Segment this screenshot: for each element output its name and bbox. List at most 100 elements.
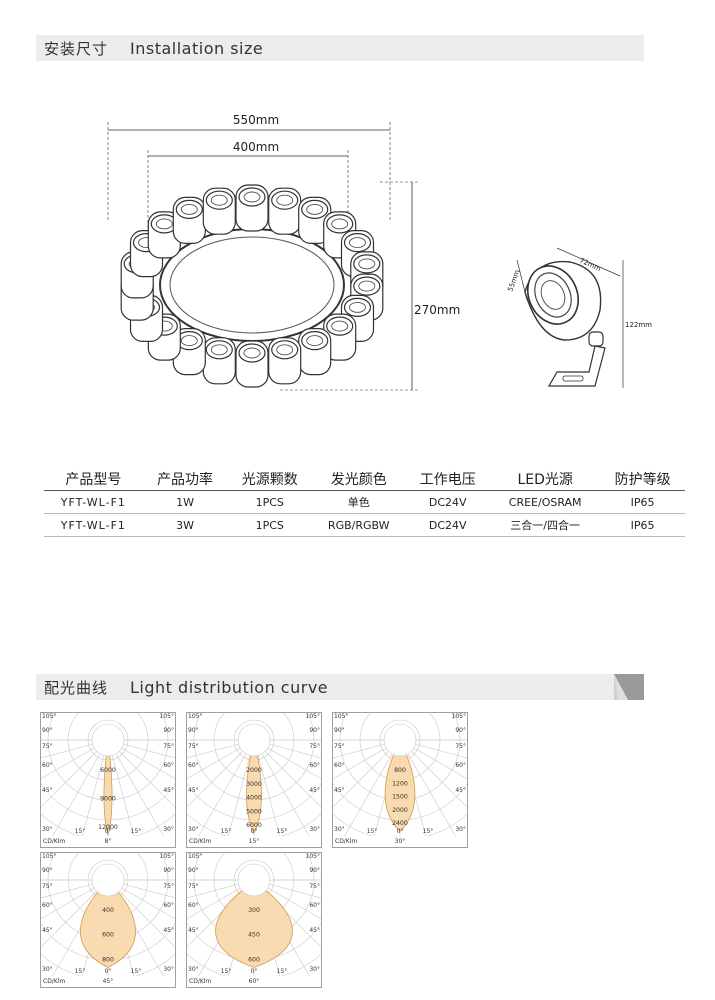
angle-label: 90° [163,727,174,734]
value-label: 6000 [246,822,262,829]
angle-label: 75° [42,883,53,890]
angle-label: 90° [188,727,199,734]
center-hub [91,723,125,757]
ring-cup [172,328,206,376]
angle-label: 75° [334,743,345,750]
center-hub [237,723,271,757]
value-label: 600 [248,956,260,963]
ring-fixture-drawing: 550mm 400mm 270mm [107,113,460,391]
value-label: 9000 [100,796,116,803]
header-color: 发光颜色 [312,468,406,491]
value-label: 400 [102,907,114,914]
cell-color: RGB/RGBW [312,513,406,537]
cell-led-source: 三合一/四合一 [490,513,601,537]
angle-label: 75° [42,743,53,750]
header-ip-rating: 防护等级 [600,468,685,491]
angle-label: 60° [42,762,53,769]
beam-lobe [80,881,136,968]
angle-label: 45° [42,927,53,934]
beam-lobe [215,881,293,968]
dim-outer-label: 550mm [233,113,279,127]
angle-label: 15° [75,828,86,835]
cell-model: YFT-WL-F1 [44,513,143,537]
polar-chart-15-deg: 105°105°90°90°75°75°60°60°45°45°30°30°15… [186,712,322,848]
header-power: 产品功率 [142,468,228,491]
angle-label: 90° [188,867,199,874]
angle-label: 15° [367,828,378,835]
angle-label: 15° [423,828,434,835]
value-label: 800 [102,956,114,963]
angle-label: 60° [188,762,199,769]
side-dim-a-label: 55mm [506,269,521,293]
angle-label: 60° [334,762,345,769]
beam-angle-label: 8° [105,838,112,845]
angle-label: 0° [105,968,112,975]
installation-title-zh: 安装尺寸 [44,39,109,58]
angle-label: 0° [251,968,258,975]
cell-led-count: 1PCS [227,513,313,537]
unit-label: CD/Klm [189,838,211,845]
unit-label: CD/Klm [43,978,65,985]
polar-chart-60-deg: 105°105°90°90°75°75°60°60°45°45°30°30°15… [186,852,322,988]
header-voltage: 工作电压 [405,468,491,491]
angle-label: 30° [188,966,199,973]
angle-label: 75° [163,883,174,890]
header-led-count: 光源颗数 [227,468,313,491]
angle-label: 90° [309,867,320,874]
angle-label: 60° [309,902,320,909]
table-row: YFT-WL-F1 1W 1PCS 单色 DC24V CREE/OSRAM IP… [44,490,685,514]
value-label: 2000 [392,807,408,814]
angle-label: 45° [309,927,320,934]
beam-angle-label: 60° [249,978,260,985]
unit-label: CD/Klm [189,978,211,985]
angle-label: 30° [334,826,345,833]
angle-label: 60° [188,902,199,909]
value-label: 12000 [98,824,118,831]
angle-label: 30° [163,966,174,973]
angle-label: 45° [163,787,174,794]
angle-label: 45° [188,787,199,794]
beam-lobe [103,741,113,836]
cell-led-source: CREE/OSRAM [490,490,601,514]
angle-label: 105° [306,713,320,720]
value-label: 450 [248,932,260,939]
angle-label: 105° [42,853,56,860]
center-hub [91,863,125,897]
distribution-title-zh: 配光曲线 [44,678,109,697]
angle-label: 75° [188,883,199,890]
spec-table: 产品型号 产品功率 光源颗数 发光颜色 工作电压 LED光源 防护等级 YFT-… [44,468,685,537]
beam-angle-label: 30° [395,838,406,845]
angle-label: 105° [306,853,320,860]
ring-cup [172,196,206,245]
angle-label: 30° [42,826,53,833]
ring-cup [268,187,302,235]
value-label: 600 [102,932,114,939]
angle-label: 90° [455,727,466,734]
table-header-row: 产品型号 产品功率 光源颗数 发光颜色 工作电压 LED光源 防护等级 [44,468,685,491]
angle-label: 0° [397,828,404,835]
angle-label: 105° [160,853,174,860]
value-label: 2000 [246,767,262,774]
value-label: 1200 [392,780,408,787]
ring-cups [120,184,384,388]
ring-cup [298,196,332,245]
angle-label: 105° [452,713,466,720]
value-label: 6000 [100,767,116,774]
angle-label: 45° [188,927,199,934]
angle-label: 45° [334,787,345,794]
angle-label: 30° [42,966,53,973]
value-label: 800 [394,767,406,774]
cell-ip-rating: IP65 [600,513,685,537]
angle-label: 60° [309,762,320,769]
value-label: 300 [248,907,260,914]
cell-model: YFT-WL-F1 [44,490,143,514]
cell-power: 3W [142,513,228,537]
angle-label: 45° [455,787,466,794]
angle-label: 15° [75,968,86,975]
ring-cup [202,187,236,235]
polar-chart-8-deg: 105°105°90°90°75°75°60°60°45°45°30°30°15… [40,712,176,848]
ring-cup [235,340,269,388]
ring-cup [147,211,181,259]
ring-cup [298,328,332,376]
beam-angle-label: 45° [103,978,114,985]
